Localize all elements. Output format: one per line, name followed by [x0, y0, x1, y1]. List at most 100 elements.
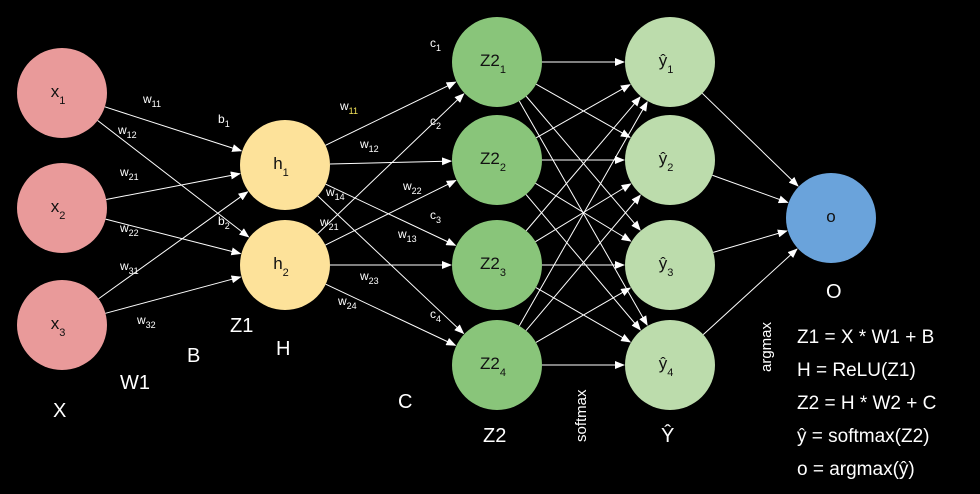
node-label-z23: Z23 [480, 254, 506, 279]
equation-z1: Z1 = X * W1 + B [797, 327, 934, 348]
node-label-z21: Z21 [480, 51, 506, 76]
bias-label-b2: b2 [218, 214, 230, 231]
edge-x1-h1 [104, 106, 243, 152]
edge-x2-h2 [105, 218, 242, 256]
node-h2: h2 [240, 220, 330, 310]
node-circle-x2 [17, 163, 107, 253]
edge-h1-z21 [325, 81, 457, 146]
label-X: X [53, 400, 66, 422]
node-z24: Z24 [452, 320, 542, 410]
label-Z1: Z1 [230, 315, 253, 337]
label-Yhat: Ŷ [661, 424, 674, 447]
node-circle-h1 [240, 120, 330, 210]
edge-h2-z24 [325, 283, 457, 346]
node-label-y4: ŷ4 [659, 354, 674, 379]
w2-label-11: w11 [339, 99, 358, 116]
node-label-z24: Z24 [480, 354, 506, 379]
node-z23: Z23 [452, 220, 542, 310]
node-label-x1: x1 [51, 82, 66, 107]
node-label-y1: ŷ1 [659, 51, 674, 76]
edge-z24-y2 [525, 194, 641, 331]
edge-y1-o [701, 92, 799, 187]
node-y4: ŷ4 [625, 320, 715, 410]
node-label-y2: ŷ2 [659, 149, 674, 174]
edge-x2-h1 [106, 171, 241, 200]
node-o: o [786, 173, 876, 263]
label-Z2: Z2 [483, 425, 506, 447]
label-B: B [187, 345, 200, 367]
edge-x1-h2 [97, 120, 250, 238]
equation-yhat: ŷ = softmax(Z2) [797, 426, 930, 447]
node-circle-z22 [452, 115, 542, 205]
edge-z24-y3 [535, 287, 632, 343]
node-circle-z24 [452, 320, 542, 410]
node-y2: ŷ2 [625, 115, 715, 205]
node-label-o: o [826, 207, 835, 226]
node-h1: h1 [240, 120, 330, 210]
w1-label-32: w32 [136, 313, 156, 330]
node-label-x3: x3 [51, 314, 66, 339]
equation-h: H = ReLU(Z1) [797, 360, 916, 381]
w2-label-23: w23 [359, 269, 379, 286]
edge-z22-y1 [535, 84, 631, 139]
label-argmax: argmax [758, 321, 775, 372]
node-label-x2: x2 [51, 197, 66, 222]
w1-label-12: w12 [117, 123, 137, 140]
node-label-h2: h2 [273, 254, 289, 279]
node-circle-h2 [240, 220, 330, 310]
node-label-y3: ŷ3 [659, 254, 674, 279]
node-circle-x1 [17, 48, 107, 138]
node-circle-x3 [17, 280, 107, 370]
w1-label-11: w11 [142, 92, 161, 109]
bias-label-c2: c2 [430, 114, 441, 131]
edge-z23-y2 [535, 183, 632, 243]
node-y3: ŷ3 [625, 220, 715, 310]
node-label-h1: h1 [273, 154, 289, 179]
label-softmax: softmax [573, 389, 590, 442]
edge-z24-y1 [518, 101, 648, 327]
w2-label-12: w12 [359, 137, 379, 154]
node-y1: ŷ1 [625, 17, 715, 107]
node-circle-z21 [452, 17, 542, 107]
edge-y4-o [702, 248, 798, 336]
node-circle-y1 [625, 17, 715, 107]
edge-h1-z22 [329, 157, 453, 166]
w1-label-21: w21 [119, 165, 139, 182]
node-circle-y2 [625, 115, 715, 205]
edge-h2-z22 [325, 179, 457, 246]
w1-label-22: w22 [119, 221, 139, 238]
bias-label-b1: b1 [218, 112, 230, 129]
node-z21: Z21 [452, 17, 542, 107]
edge-h2-z21 [317, 93, 465, 235]
bias-label-c1: c1 [430, 36, 441, 53]
label-O: O [826, 281, 842, 303]
node-x1: x1 [17, 48, 107, 138]
edge-z23-y1 [525, 96, 641, 232]
edge-y3-o [713, 229, 788, 253]
node-circle-y4 [625, 320, 715, 410]
edge-x3-h2 [105, 275, 242, 314]
node-circle-o [786, 173, 876, 263]
node-z22: Z22 [452, 115, 542, 205]
edges [97, 58, 799, 369]
edge-h1-z23 [325, 183, 457, 246]
bias-label-c4: c4 [430, 307, 441, 324]
edge-x3-h1 [98, 191, 249, 300]
node-x2: x2 [17, 163, 107, 253]
equation-o: o = argmax(ŷ) [797, 459, 915, 480]
edge-y2-o [712, 174, 789, 204]
w1-label-31: w31 [119, 259, 139, 276]
node-circle-z23 [452, 220, 542, 310]
label-C: C [398, 391, 412, 413]
w2-label-14: w14 [325, 185, 345, 202]
node-circle-y3 [625, 220, 715, 310]
label-H: H [276, 338, 290, 360]
bias-label-c3: c3 [430, 208, 441, 225]
w2-label-24: w24 [337, 294, 357, 311]
w2-label-13: w13 [397, 227, 417, 244]
node-x3: x3 [17, 280, 107, 370]
equation-z2: Z2 = H * W2 + C [797, 393, 936, 414]
